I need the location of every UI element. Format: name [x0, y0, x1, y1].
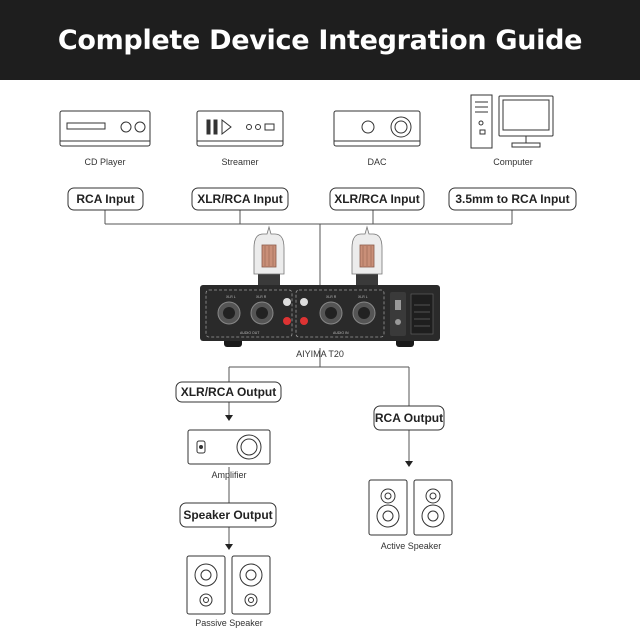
arrow-to-active-speaker [405, 461, 413, 467]
streamer-icon [196, 110, 284, 147]
pill-label-xlr-rca-output: XLR/RCA Output [181, 385, 277, 399]
pill-label-xlr-rca-input-streamer: XLR/RCA Input [197, 192, 283, 206]
amplifier-icon [187, 429, 271, 465]
active-speaker-label: Active Speaker [381, 541, 442, 551]
cd-player-icon [59, 110, 151, 147]
dac-icon [333, 110, 421, 147]
panel-label-xlr-r: XLR R [256, 295, 267, 299]
pill-rca-output [373, 405, 445, 431]
aiyima-t20-device: XLR L XLR R AUDIO OUT XLR R XLR L AUDIO … [200, 285, 440, 347]
source-name-dac: DAC [367, 157, 387, 167]
passive-speaker-label: Passive Speaker [195, 618, 263, 628]
vacuum-tube-right [351, 225, 383, 286]
active-speaker-right-icon [413, 479, 453, 536]
pill-3-5mm-to-rca-input [448, 187, 577, 211]
passive-speaker-right-icon [231, 555, 271, 615]
pill-xlr-rca-output [175, 381, 282, 403]
arrow-to-amplifier [225, 415, 233, 421]
pill-speaker-output [179, 502, 277, 528]
connection-lines [104, 210, 513, 545]
device-name: AIYIMA T20 [296, 349, 344, 359]
pill-label-xlr-rca-input-dac: XLR/RCA Input [334, 192, 420, 206]
active-speaker-left-icon [368, 479, 408, 536]
page-title: Complete Device Integration Guide [57, 24, 583, 56]
pill-label-rca-output: RCA Output [375, 411, 443, 425]
panel-label-xlr-l: XLR L [226, 295, 236, 299]
title-banner: Complete Device Integration Guide [0, 0, 640, 80]
panel-label-xlr-r-in: XLR R [326, 295, 337, 299]
pill-rca-input [67, 187, 144, 211]
source-name-streamer: Streamer [221, 157, 258, 167]
source-name-cd-player: CD Player [84, 157, 125, 167]
pill-label-3-5mm-to-rca-input: 3.5mm to RCA Input [455, 192, 569, 206]
amplifier-label: Amplifier [211, 470, 246, 480]
pill-xlr-rca-input-dac [329, 187, 425, 211]
pill-label-rca-input: RCA Input [76, 192, 134, 206]
panel-label-xlr-l-in: XLR L [358, 295, 368, 299]
vacuum-tube-left [253, 225, 285, 286]
pill-xlr-rca-input-streamer [191, 187, 289, 211]
source-name-computer: Computer [493, 157, 533, 167]
panel-label-audio-out: AUDIO OUT [240, 331, 260, 335]
computer-icon [470, 94, 554, 149]
flow-arrows [225, 415, 413, 550]
panel-label-audio-in: AUDIO IN [333, 331, 349, 335]
pill-label-speaker-output: Speaker Output [183, 508, 272, 522]
arrow-to-passive-speaker [225, 544, 233, 550]
passive-speaker-left-icon [186, 555, 226, 615]
